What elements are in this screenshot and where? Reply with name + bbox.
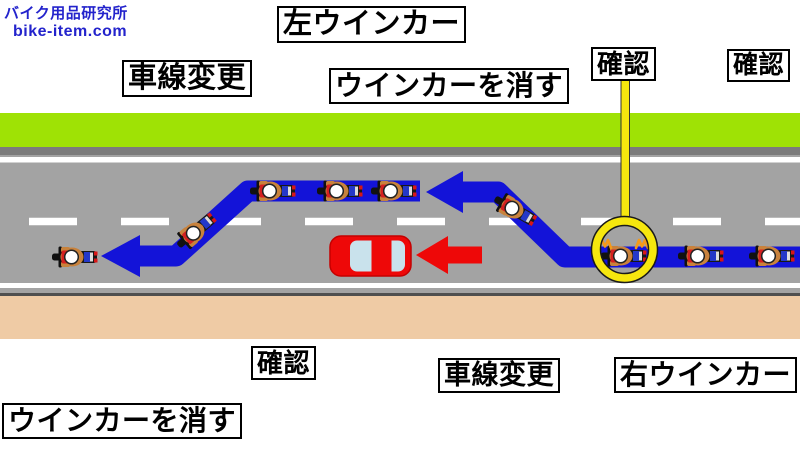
road-top-edge: [0, 147, 800, 155]
callout-line: [620, 79, 630, 221]
car-direction-arrow-icon: [416, 236, 482, 274]
label-lane-change-top: 車線変更: [122, 60, 253, 98]
roadside-strip: [0, 296, 800, 339]
brand-url: bike-item.com: [13, 23, 128, 40]
label-check-bottom: 確認: [251, 346, 317, 381]
label-left-signal: 左ウインカー: [277, 6, 467, 44]
label-signal-off-top: ウインカーを消す: [329, 68, 570, 105]
brand-block: バイク用品研究所 bike-item.com: [4, 2, 128, 41]
label-check-top-right: 確認: [727, 49, 791, 82]
road-edge-line-bottom: [0, 283, 800, 288]
brand-title: バイク用品研究所: [4, 5, 128, 22]
grass-strip: [0, 113, 800, 147]
label-check-top-left: 確認: [591, 47, 657, 82]
route-arrowhead-right: [426, 171, 463, 213]
label-signal-off-bottom: ウインカーを消す: [2, 403, 243, 440]
road-bottom-edge: [0, 293, 800, 296]
road-edge-line-top: [0, 157, 800, 163]
label-lane-change-bottom: 車線変更: [438, 358, 560, 394]
car-icon: [329, 235, 412, 277]
highlight-circle: [590, 215, 659, 284]
label-right-signal: 右ウインカー: [614, 357, 798, 394]
route-arrowhead-left: [101, 235, 140, 277]
